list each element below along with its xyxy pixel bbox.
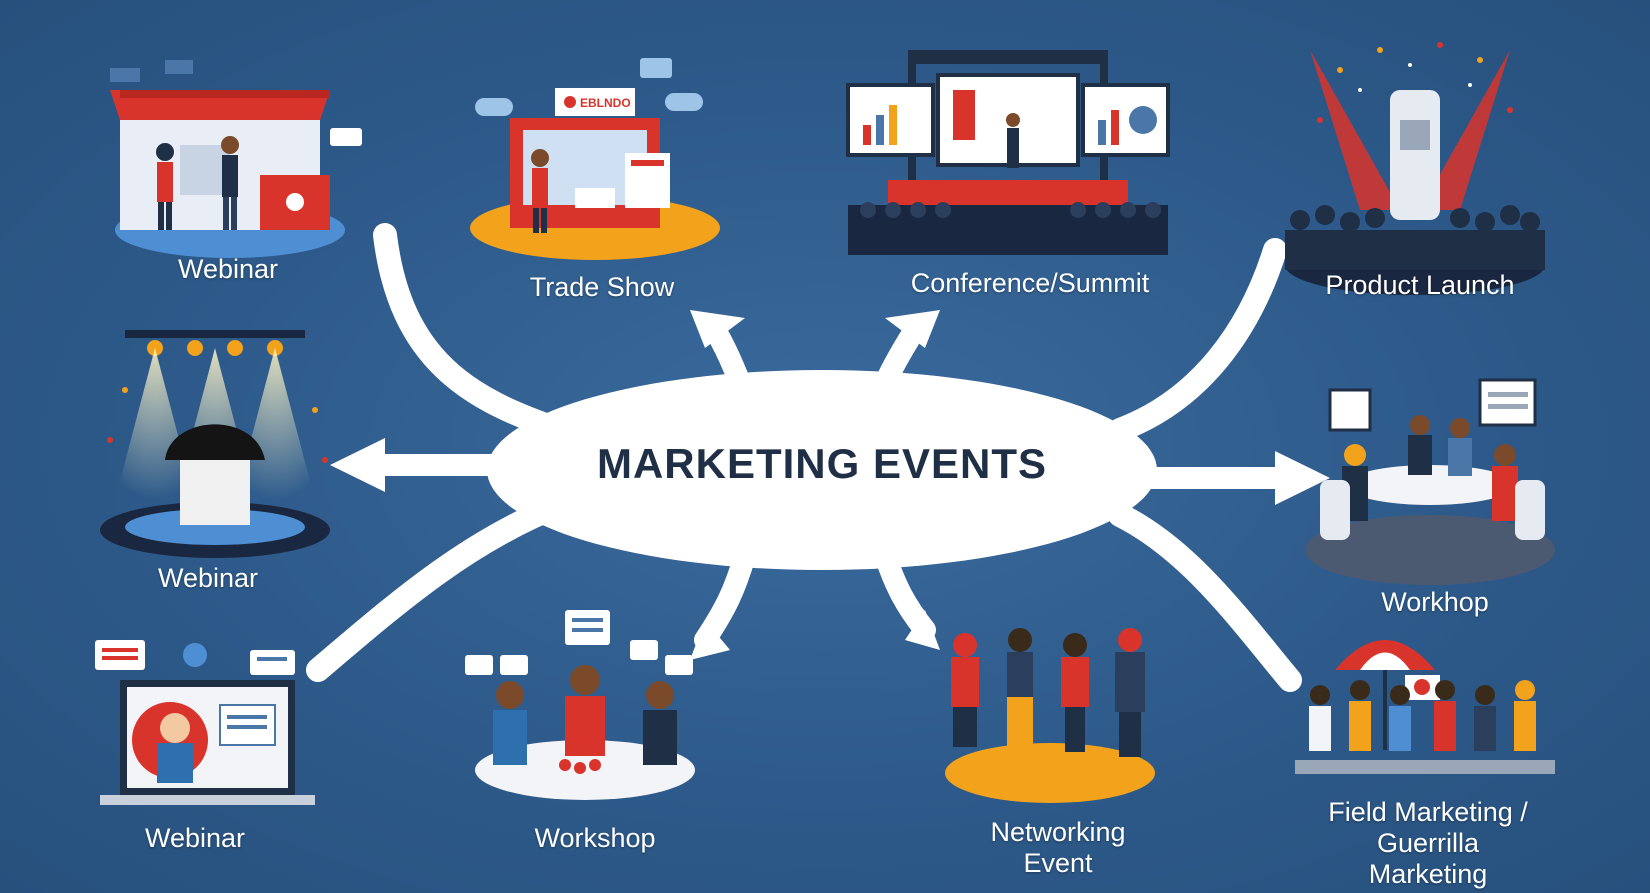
label-field-marketing-line-2: Guerrilla Marketing — [1368, 828, 1488, 890]
label-product-launch: Product Launch — [1325, 270, 1515, 300]
center-title: MARKETING EVENTS — [596, 440, 1048, 487]
meeting-table-icon — [1305, 378, 1555, 585]
trade-show-booth-icon: EBLNDO — [470, 58, 720, 260]
laptop-video-call-icon — [95, 640, 315, 805]
street-stall-icon — [1295, 640, 1555, 774]
connector-product-launch — [1108, 238, 1287, 442]
label-field-marketing: Field Marketing / Guerrilla Marketing — [1317, 797, 1539, 890]
label-networking-line-2: Event — [1023, 848, 1093, 879]
arrowhead-trade-show — [690, 310, 745, 348]
label-conference-summit: Conference/Summit — [910, 268, 1150, 298]
arrowhead-webinar-stage — [330, 438, 385, 492]
workshop-table-icon — [465, 610, 695, 800]
label-field-marketing-line-1: Field Marketing / — [1328, 797, 1528, 827]
product-launch-crowd-icon — [1285, 42, 1545, 295]
arrowhead-workhop — [1275, 451, 1330, 505]
arrowhead-group — [330, 310, 1330, 660]
arrowhead-workshop — [690, 620, 730, 660]
connector-field-marketing — [1108, 503, 1302, 692]
label-workhop: Workhop — [1381, 587, 1489, 617]
spotlight-unveiling-icon — [100, 330, 330, 558]
label-workshop: Workshop — [534, 823, 656, 853]
label-webinar-booth: Webinar — [177, 254, 279, 284]
label-webinar-laptop: Webinar — [144, 823, 246, 853]
label-trade-show: Trade Show — [529, 272, 675, 302]
arrowhead-conference — [885, 310, 940, 348]
arrowhead-networking — [905, 610, 940, 650]
label-webinar-stage: Webinar — [157, 563, 259, 593]
connector-webinar-booth — [373, 223, 572, 442]
connector-webinar-laptop — [306, 493, 572, 682]
label-networking-line-1: Networking — [990, 817, 1126, 847]
networking-group-icon — [945, 628, 1155, 803]
conference-stage-icon — [846, 50, 1170, 255]
label-networking-event: Networking Event — [990, 817, 1125, 879]
center-ellipse — [487, 370, 1157, 570]
exhibition-booth-icon — [110, 60, 362, 258]
trade-show-sign-text: EBLNDO — [580, 96, 631, 110]
